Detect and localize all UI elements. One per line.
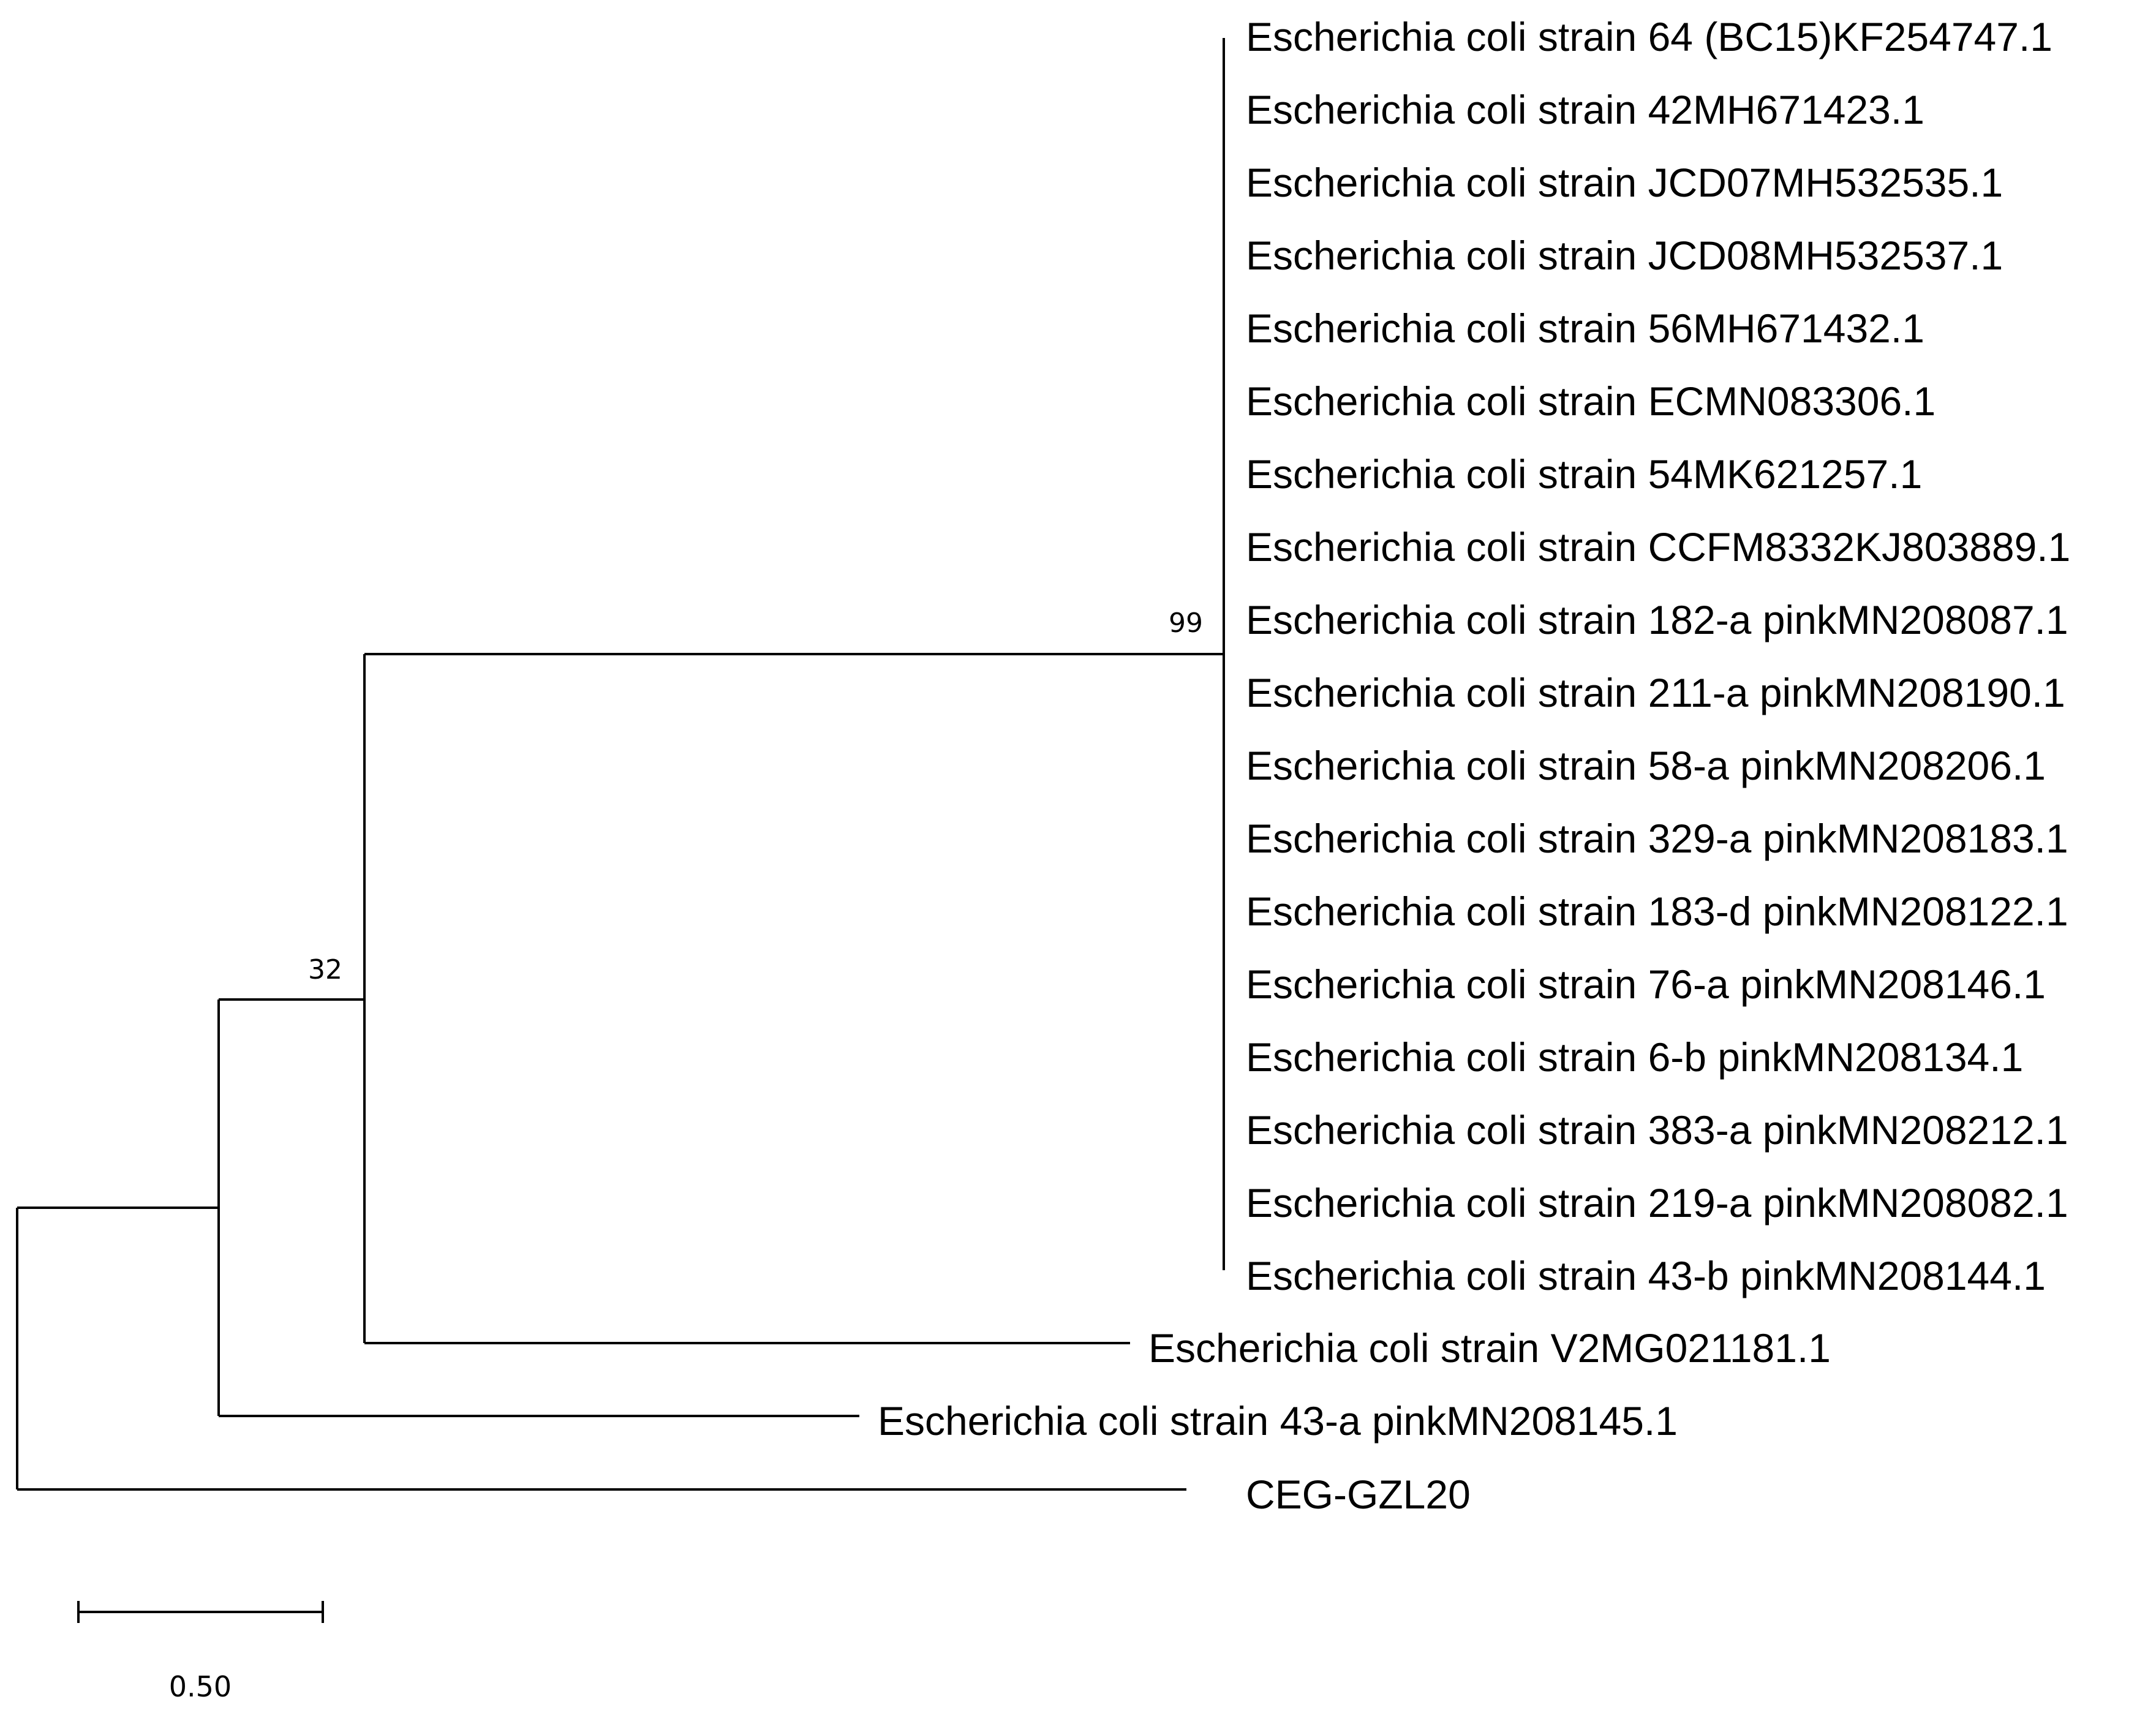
leaf-label: Escherichia coli strain 183-d pinkMN2081… [1246, 889, 2068, 934]
scale-bar-label: 0.50 [169, 1670, 232, 1703]
clade-99-leaf-labels: Escherichia coli strain 64 (BC15)KF25474… [1246, 14, 2070, 1298]
leaf-label: Escherichia coli strain JCD07MH532535.1 [1246, 160, 2003, 205]
leaf-label: Escherichia coli strain JCD08MH532537.1 [1246, 233, 2003, 278]
leaf-label: Escherichia coli strain 54MK621257.1 [1246, 451, 1922, 497]
leaf-label: Escherichia coli strain 383-a pinkMN2082… [1246, 1107, 2068, 1153]
v2-leaf-label: Escherichia coli strain V2MG021181.1 [1148, 1325, 1831, 1371]
leaf-label: Escherichia coli strain 43-b pinkMN20814… [1246, 1253, 2046, 1298]
leaf-label: Escherichia coli strain 58-a pinkMN20820… [1246, 743, 2046, 788]
bootstrap-label-inner: 32 [308, 954, 342, 985]
scale-bar: 0.50 [77, 1601, 324, 1703]
leaf-label: Escherichia coli strain 76-a pinkMN20814… [1246, 962, 2046, 1007]
leaf-label: Escherichia coli strain 329-a pinkMN2081… [1246, 816, 2068, 861]
leaf-label: Escherichia coli strain 6-b pinkMN208134… [1246, 1034, 2023, 1080]
leaf-label: Escherichia coli strain 182-a pinkMN2080… [1246, 597, 2068, 642]
leaf-label: Escherichia coli strain 56MH671432.1 [1246, 306, 1924, 351]
leaf-label: Escherichia coli strain 42MH671423.1 [1246, 87, 1924, 132]
leaf-label: Escherichia coli strain 219-a pinkMN2080… [1246, 1180, 2068, 1225]
leaf-label: Escherichia coli strain 64 (BC15)KF25474… [1246, 14, 2052, 59]
tree-branches [16, 38, 1225, 1491]
leaf-label: Escherichia coli strain CCFM8332KJ803889… [1246, 524, 2070, 570]
ceg-leaf-label: CEG-GZL20 [1246, 1472, 1471, 1517]
a43-leaf-label: Escherichia coli strain 43-a pinkMN20814… [878, 1398, 1678, 1444]
bootstrap-label-clade: 99 [1169, 608, 1203, 639]
leaf-label: Escherichia coli strain ECMN083306.1 [1246, 378, 1936, 424]
leaf-label: Escherichia coli strain 211-a pinkMN2081… [1246, 670, 2065, 715]
